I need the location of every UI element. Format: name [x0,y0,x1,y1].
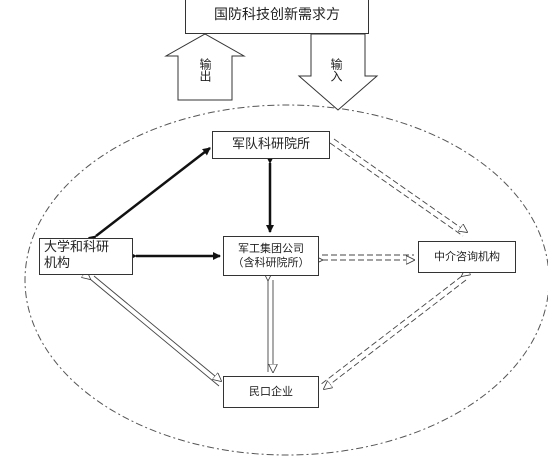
output-arrow [164,33,246,101]
node-university: 大学和科研 机构 [39,238,133,275]
output-label: 输出 [198,58,212,82]
connector-group-private [268,280,273,372]
node-military-group: 军工集团公司 （含科研院所） [223,236,319,276]
node-demand-label: 国防科技创新需求方 [214,6,340,23]
node-agency: 中介咨询机构 [418,241,516,273]
boundary-ellipse [24,104,548,456]
node-university-label: 大学和科研 机构 [44,240,110,272]
connector-university-private [90,276,221,387]
connector-university-military [88,147,211,244]
node-military-group-line2: （含科研院所） [232,256,310,269]
connector-agency-private [319,276,466,389]
connector-group-agency [322,254,414,260]
node-military-institute-label: 军队科研院所 [231,136,310,152]
connector-military-agency [329,138,467,237]
node-military-group-line1: 军工集团公司 [238,242,304,256]
input-arrow [297,33,379,111]
node-agency-label: 中介咨询机构 [434,250,500,264]
node-private-enterprise-label: 民口企业 [249,385,293,399]
node-military-institute: 军队科研院所 [212,131,330,159]
input-label: 输入 [329,58,343,82]
node-demand: 国防科技创新需求方 [185,0,369,34]
node-private-enterprise: 民口企业 [223,376,319,408]
